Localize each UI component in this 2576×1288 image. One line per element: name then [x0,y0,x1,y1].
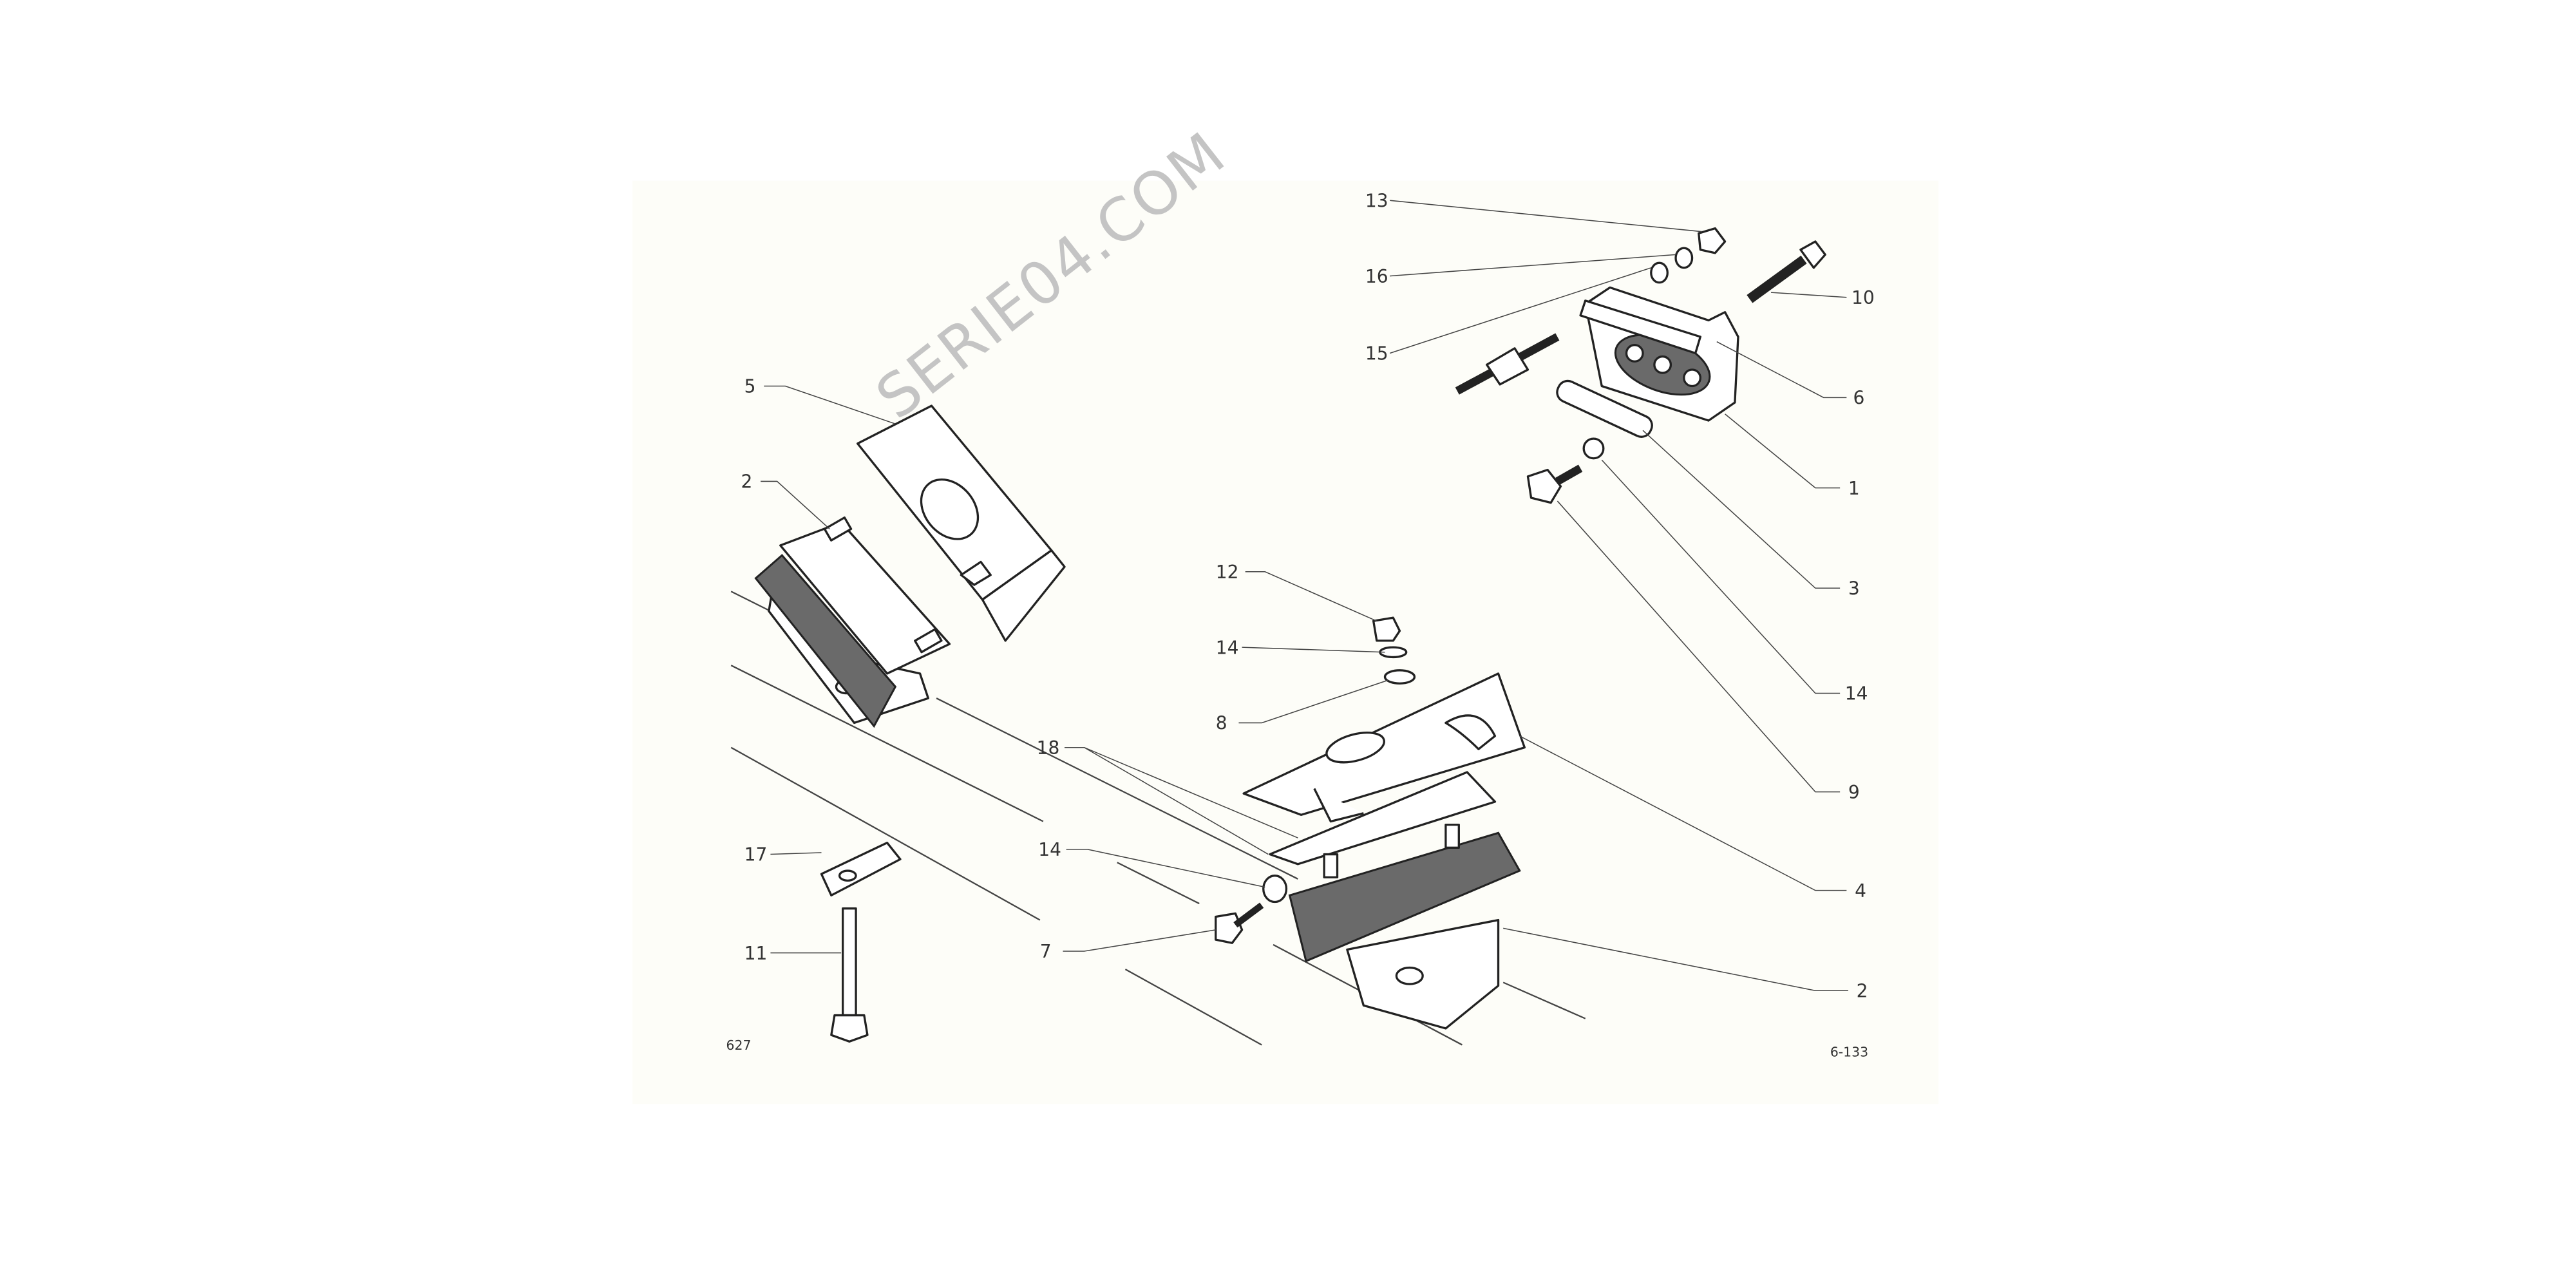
callout-11: 11 [744,943,768,964]
callout-16: 16 [1365,266,1388,287]
callout-18: 18 [1037,737,1060,759]
callout-9: 9 [1848,782,1860,803]
part-17-tab [820,842,902,896]
part-11-bolt [830,907,869,1043]
part-15-stud [1455,333,1560,395]
part-2-left-mount [754,516,951,728]
center-fasteners [1215,616,1416,944]
figure-code: 6-133 [1830,1044,1868,1059]
callout-7: 7 [1040,941,1052,962]
part-3-plate [1556,379,1653,438]
callout-2: 2 [1857,980,1868,1001]
part-18-plate [1269,771,1497,866]
callout-14: 14 [1038,839,1061,860]
part-9-14-bolt-washer [1526,437,1605,504]
callout-5: 5 [744,376,756,397]
part-5-bracket [856,404,1066,642]
callout-12: 12 [1216,562,1239,583]
part-10-bolt [1747,240,1826,303]
callout-3: 3 [1848,578,1860,599]
part-6-mount-plate [1579,286,1739,422]
part-4-bracket [1242,672,1526,823]
part-13-16-nut-washers [1650,227,1727,284]
callout-15: 15 [1365,343,1388,365]
callout-17: 17 [744,844,768,866]
part-2-center-mount [1288,823,1521,1030]
callout-labels: 13 16 15 10 6 1 3 14 9 4 2 5 2 12 14 8 1… [741,190,1875,1001]
callout-14: 14 [1216,637,1239,658]
callout-14: 14 [1845,683,1868,705]
callout-1: 1 [1848,478,1860,499]
callout-13: 13 [1365,190,1388,211]
callout-4: 4 [1855,880,1866,902]
callout-2: 2 [741,471,753,493]
callout-10: 10 [1852,287,1875,308]
callout-6: 6 [1853,388,1865,409]
page-number: 627 [726,1037,752,1053]
callout-8: 8 [1216,713,1227,734]
leader-lines [761,200,1848,992]
